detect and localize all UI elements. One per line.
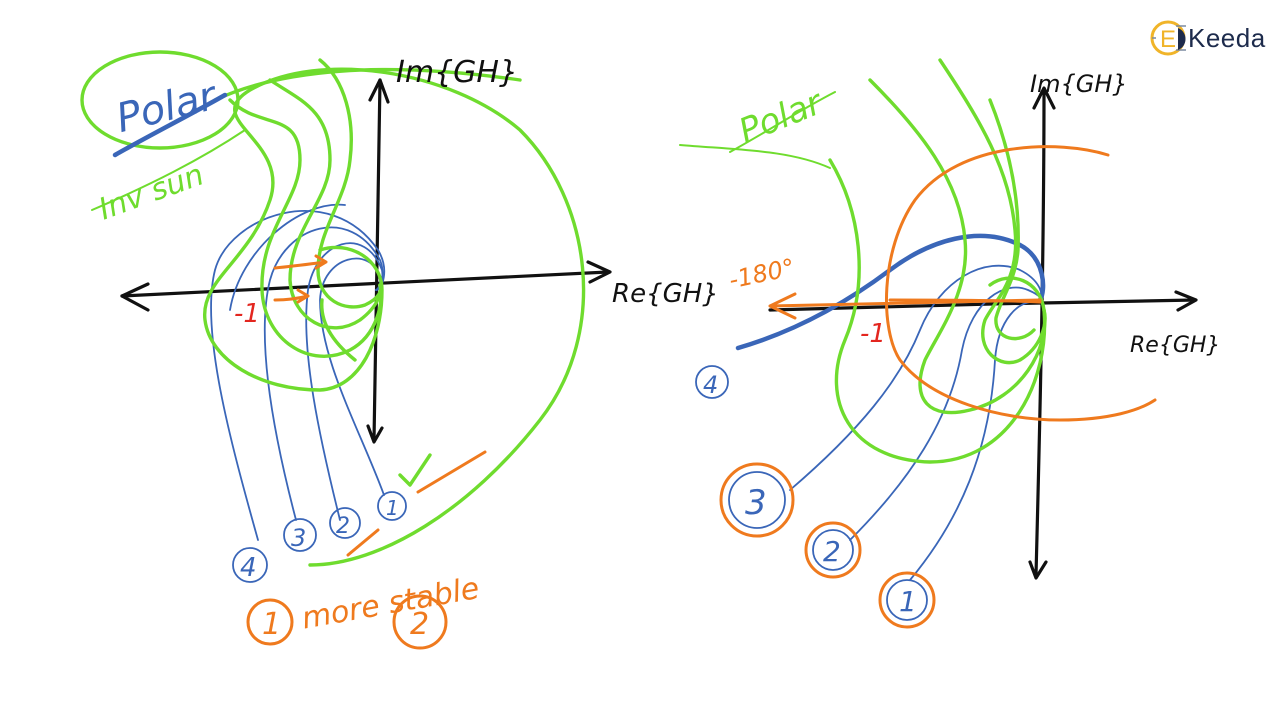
logo-letter: E [1160, 26, 1176, 53]
left-margin-arrow-2 [273, 288, 310, 304]
ekeeda-logo-icon: E [1148, 16, 1192, 60]
left-green-curves [203, 58, 586, 567]
right-title-underline [729, 91, 836, 153]
right-curve-label-inner-3 [728, 471, 786, 529]
right-blue-curves [735, 233, 1046, 581]
left-title-underline [112, 92, 228, 158]
left-imag-axis-arrow-down [366, 424, 384, 444]
right-yaxis-label: Im{GH} [1030, 70, 1128, 98]
right-curve-label-circle-1 [878, 571, 936, 629]
ekeeda-logo-text: Keeda [1188, 22, 1266, 53]
right-real-axis-arrow-right [1174, 290, 1198, 312]
left-caption-number-2: 2 [410, 607, 429, 642]
left-imag-axis [372, 78, 382, 442]
left-real-axis-arrow-left [120, 282, 150, 312]
right-curve-label-2: 2 [823, 535, 841, 568]
right-real-axis [768, 298, 1197, 312]
right-curve-label-circle-4 [695, 365, 729, 399]
right-curve-label-3: 3 [745, 483, 767, 523]
right-phase-arrow [768, 292, 1042, 320]
left-curve-label-circle-4 [232, 547, 268, 583]
right-phase-label: -180° [726, 253, 797, 294]
left-curve-labels: 4 3 2 1 [232, 491, 407, 583]
right-curve-label-1: 1 [899, 585, 917, 618]
left-imag-axis-arrow-up [368, 78, 390, 104]
right-curve-labels: 4 3 2 1 [695, 365, 936, 629]
left-curve-label-circle-2 [329, 507, 361, 539]
left-curve-label-4: 4 [240, 553, 257, 583]
right-orange-curves [768, 145, 1157, 422]
left-curve-label-3: 3 [291, 524, 306, 552]
left-yaxis-label: Im{GH} [396, 55, 518, 90]
right-green-curves [679, 58, 1047, 464]
left-xaxis-label: Re{GH} [612, 279, 719, 309]
right-curve-label-circle-3 [719, 462, 795, 538]
right-polar-diagram: Polar Im{GH} Re{GH} -180° -1 4 3 2 1 [679, 58, 1220, 629]
right-curve-label-4: 4 [703, 371, 718, 399]
left-curve-label-1: 1 [386, 496, 399, 520]
left-inv-note: Inv sun [94, 157, 208, 227]
left-real-axis-arrow-right [586, 260, 612, 284]
right-critical-point: -1 [860, 319, 886, 349]
left-polar-diagram: Polar Inv sun Im{GH} Re{GH} -1 4 3 2 1 1 [80, 50, 719, 650]
right-imag-axis-arrow-down [1028, 560, 1048, 580]
left-caption-circle-1 [246, 598, 294, 646]
left-check-orange-1 [416, 450, 487, 494]
ekeeda-logo: E Keeda [1148, 10, 1276, 66]
left-check-green [398, 453, 432, 487]
right-curve-label-circle-2 [804, 521, 862, 579]
left-curve-label-circle-1 [377, 491, 407, 521]
right-xaxis-label: Re{GH} [1130, 333, 1220, 358]
left-title-bubble [80, 50, 240, 150]
left-curve-label-circle-3 [283, 518, 317, 552]
left-margin-arrow-1 [273, 254, 328, 270]
left-real-axis [120, 270, 610, 298]
right-curve-label-inner-1 [886, 579, 928, 621]
right-curve-label-inner-2 [812, 529, 854, 571]
left-curve-label-2: 2 [336, 514, 350, 539]
left-note-underline [91, 129, 246, 211]
right-imag-axis-arrow-up [1032, 86, 1056, 110]
left-critical-point: -1 [234, 299, 260, 329]
left-check-orange-2 [346, 528, 380, 557]
left-caption-text: more stable [299, 571, 482, 637]
left-caption-number-1: 1 [262, 607, 281, 642]
left-caption-circle-2 [392, 594, 448, 650]
